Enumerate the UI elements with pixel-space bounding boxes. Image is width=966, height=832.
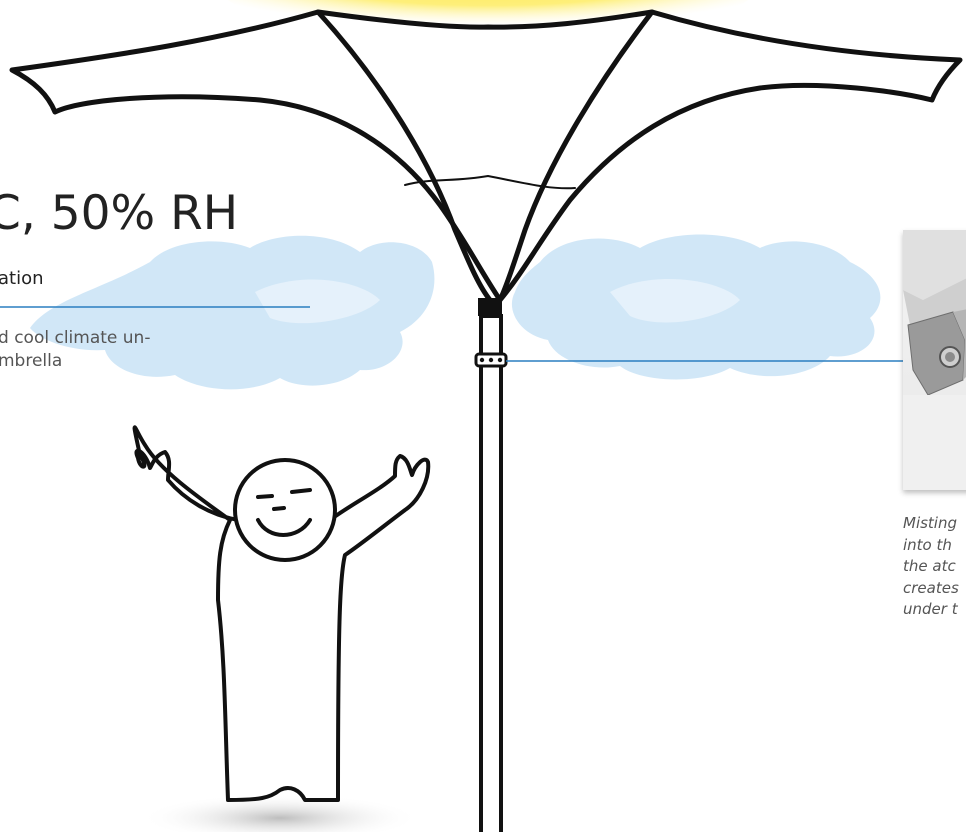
caption-line: into th bbox=[903, 535, 952, 554]
misting-device-photo bbox=[903, 230, 966, 490]
device-icon bbox=[903, 230, 966, 490]
caption-line: under t bbox=[903, 600, 958, 618]
person-head bbox=[233, 458, 337, 562]
body-line: d cool climate un- bbox=[0, 328, 151, 348]
umbrella-icon bbox=[9, 9, 963, 303]
photo-caption: Misting into th the atc creates under t bbox=[903, 513, 959, 621]
happy-person-icon bbox=[132, 425, 431, 802]
body-text: d cool climate un- mbrella bbox=[0, 327, 228, 373]
body-line: mbrella bbox=[0, 351, 63, 371]
caption-line: creates bbox=[903, 578, 959, 597]
umbrella-pole bbox=[474, 298, 508, 832]
subheading: ation bbox=[0, 268, 44, 289]
caption-line: the atc bbox=[903, 557, 956, 575]
caption-line: Misting bbox=[903, 514, 958, 532]
heading: C, 50% RH bbox=[0, 186, 239, 241]
person-shadow bbox=[140, 794, 420, 832]
mist-cloud-icon bbox=[30, 234, 881, 390]
